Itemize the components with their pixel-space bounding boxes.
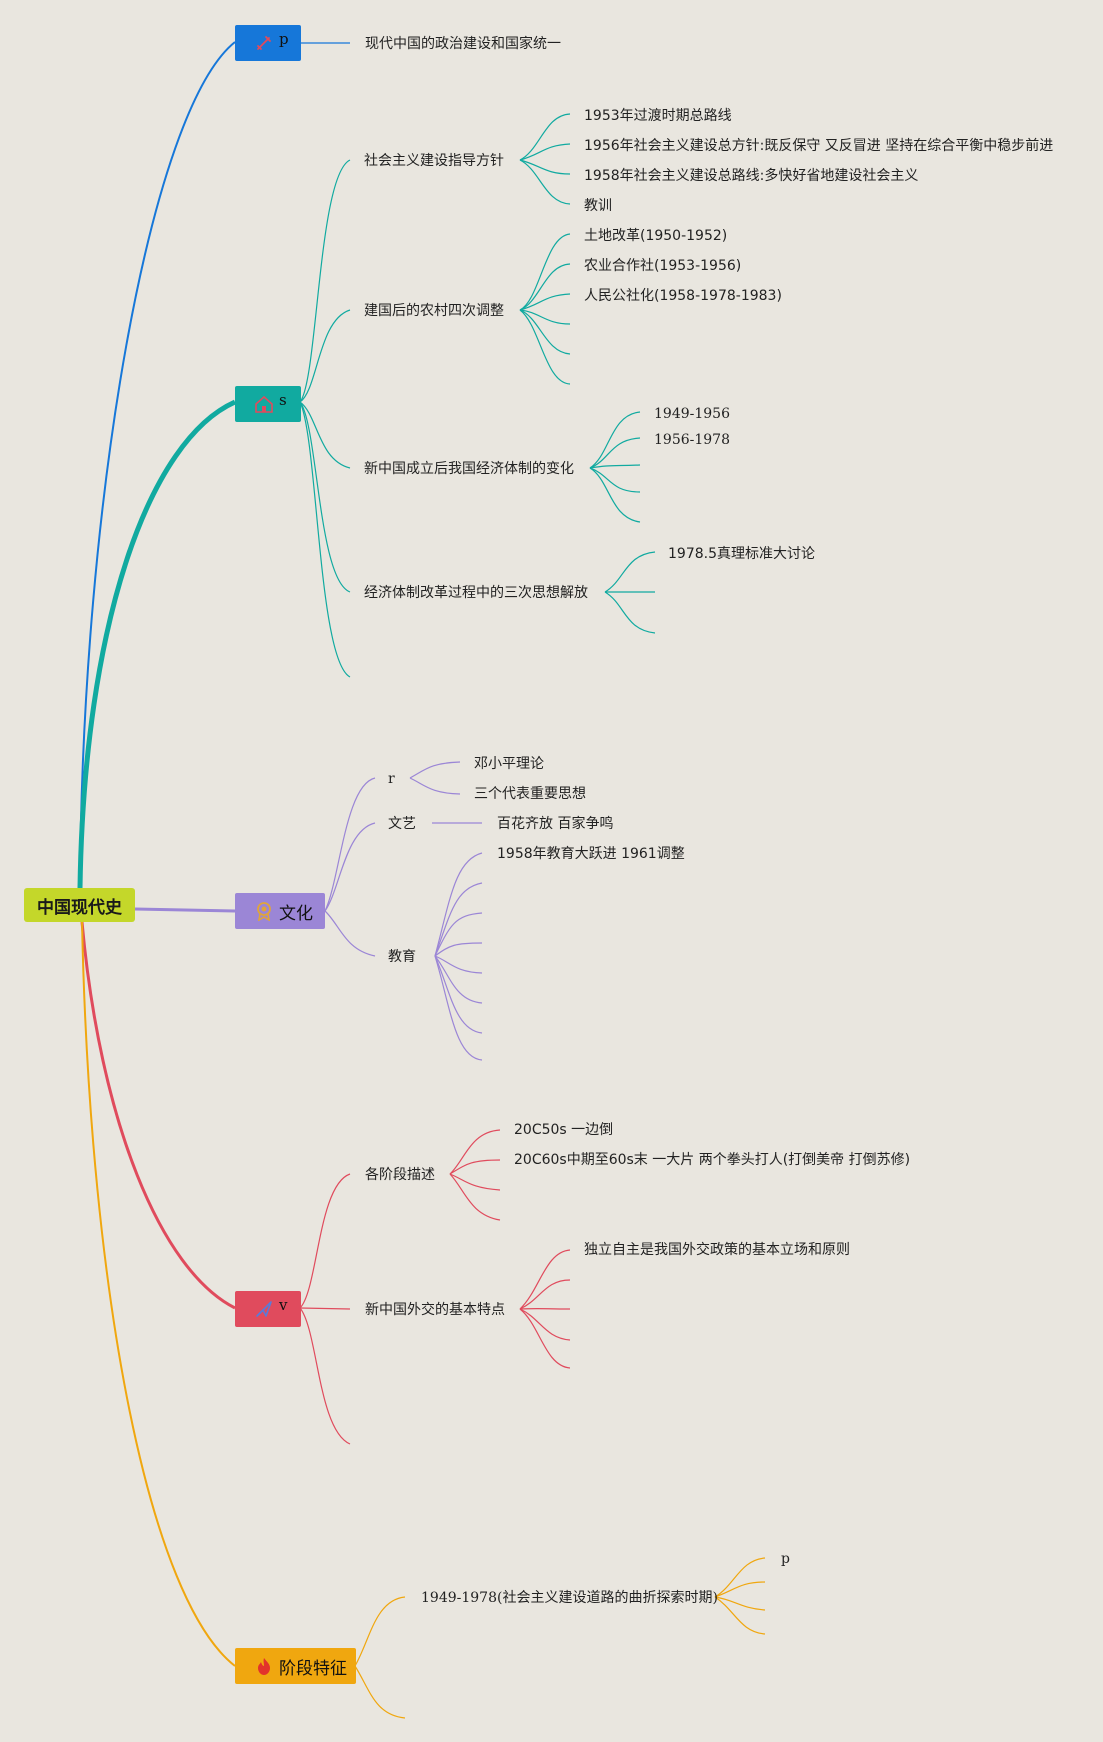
culture-r-label[interactable]: r — [388, 771, 395, 787]
connector-root-s — [77, 399, 237, 889]
branch-p-label: p — [279, 30, 289, 48]
connectors-culture — [324, 761, 483, 1061]
rocket-icon — [253, 1298, 275, 1320]
culture-edu-label[interactable]: 教育 — [388, 949, 416, 965]
branch-s-label: s — [279, 391, 287, 409]
v-stages-item[interactable]: 20C60s中期至60s末 一大片 两个拳头打人(打倒美帝 打倒苏修) — [514, 1152, 911, 1168]
s-guide-label[interactable]: 社会主义建设指导方针 — [364, 153, 504, 169]
sword-icon — [253, 32, 275, 54]
root-node[interactable]: 中国现代史 — [24, 888, 135, 922]
culture-r-item[interactable]: 三个代表重要思想 — [474, 786, 586, 802]
medal-icon — [253, 900, 275, 922]
branch-culture[interactable]: 文化 — [235, 893, 325, 929]
s-thought-label[interactable]: 经济体制改革过程中的三次思想解放 — [364, 585, 588, 601]
culture-edu-item[interactable]: 1958年教育大跃进 1961调整 — [497, 846, 685, 862]
connectors-stage — [354, 1557, 766, 1719]
s-economy-item[interactable]: 1956-1978 — [654, 432, 730, 448]
culture-arts-item[interactable]: 百花齐放 百家争鸣 — [497, 816, 614, 832]
s-rural-item[interactable]: 人民公社化(1958-1978-1983) — [584, 288, 782, 304]
connector-root-p — [79, 41, 236, 889]
s-rural-item[interactable]: 土地改革(1950-1952) — [584, 228, 728, 244]
branch-culture-label: 文化 — [279, 903, 313, 924]
p-child[interactable]: 现代中国的政治建设和国家统一 — [365, 36, 561, 52]
house-icon — [253, 393, 275, 415]
s-guide-item[interactable]: 1958年社会主义建设总路线:多快好省地建设社会主义 — [584, 168, 919, 184]
branch-stage[interactable]: 阶段特征 — [235, 1648, 356, 1684]
connector-root-culture — [134, 907, 236, 913]
branch-v-label: v — [279, 1296, 288, 1314]
s-economy-item[interactable]: 1949-1956 — [654, 406, 730, 422]
s-rural-label[interactable]: 建国后的农村四次调整 — [364, 303, 504, 319]
branch-p[interactable]: p — [235, 25, 301, 61]
v-stages-item[interactable]: 20C50s 一边倒 — [514, 1122, 614, 1138]
stage-period-item[interactable]: p — [781, 1551, 790, 1567]
root-label: 中国现代史 — [37, 897, 122, 918]
stage-period-label[interactable]: 1949-1978(社会主义建设道路的曲折探索时期) — [421, 1590, 718, 1606]
v-features-item[interactable]: 独立自主是我国外交政策的基本立场和原则 — [584, 1242, 850, 1258]
v-features-label[interactable]: 新中国外交的基本特点 — [365, 1302, 505, 1318]
fire-icon — [253, 1655, 275, 1677]
connectors-v — [299, 1129, 571, 1445]
connector-root-v — [80, 921, 236, 1310]
s-thought-item[interactable]: 1978.5真理标准大讨论 — [668, 546, 815, 562]
culture-r-item[interactable]: 邓小平理论 — [474, 756, 544, 772]
branch-v[interactable]: v — [235, 1291, 301, 1327]
branch-stage-label: 阶段特征 — [279, 1658, 347, 1679]
s-guide-item[interactable]: 1953年过渡时期总路线 — [584, 108, 732, 124]
culture-arts-label[interactable]: 文艺 — [388, 816, 416, 832]
v-stages-label[interactable]: 各阶段描述 — [365, 1167, 435, 1183]
branch-s[interactable]: s — [235, 386, 301, 422]
s-economy-label[interactable]: 新中国成立后我国经济体制的变化 — [364, 461, 574, 477]
connector-root-stage — [81, 921, 236, 1667]
s-guide-item[interactable]: 教训 — [584, 198, 612, 214]
s-guide-item[interactable]: 1956年社会主义建设总方针:既反保守 又反冒进 坚持在综合平衡中稳步前进 — [584, 138, 1054, 154]
connectors-s — [299, 113, 656, 678]
s-rural-item[interactable]: 农业合作社(1953-1956) — [584, 258, 742, 274]
